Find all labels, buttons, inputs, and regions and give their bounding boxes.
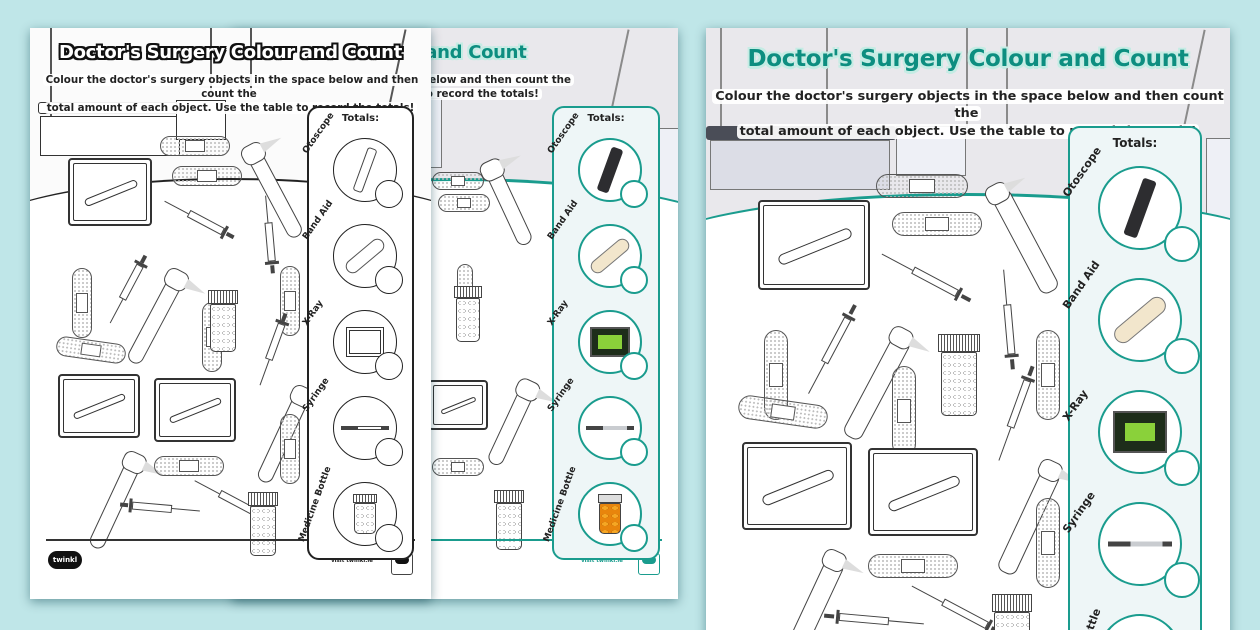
syringe-icon xyxy=(1108,541,1172,547)
band-aid-drawing xyxy=(432,458,484,476)
otoscope-icon xyxy=(596,146,624,194)
x-ray-count-box[interactable] xyxy=(1164,450,1200,486)
band-aid-drawing xyxy=(876,174,968,198)
medicine-bottle-drawing xyxy=(938,334,980,416)
syringe-count-box[interactable] xyxy=(375,438,403,466)
band-aid-drawing xyxy=(154,456,224,476)
band-aid-drawing xyxy=(172,166,242,186)
totals-heading: Totals: xyxy=(1112,136,1158,150)
worksheet-title: Doctor's Surgery Colour and Count xyxy=(58,42,403,63)
totals-row-band-aid: Band Aid xyxy=(301,199,412,296)
totals-row-x-ray: X-Ray xyxy=(546,296,658,382)
x-ray-icon xyxy=(346,327,384,357)
medicine-bottle-count-box[interactable] xyxy=(620,524,648,552)
totals-row-band-aid: Band Aid xyxy=(546,199,658,296)
x-ray-drawing xyxy=(154,378,236,442)
twinkl-logo: twinkl xyxy=(48,551,82,569)
band-aid-drawing xyxy=(1036,498,1060,588)
band-aid-count-box[interactable] xyxy=(375,266,403,294)
x-ray-count-box[interactable] xyxy=(375,352,403,380)
medicine-bottle-drawing xyxy=(494,490,524,550)
otoscope-count-box[interactable] xyxy=(620,180,648,208)
medicine-bottle-count-box[interactable] xyxy=(375,524,403,552)
band-aid-count-box[interactable] xyxy=(620,266,648,294)
otoscope-count-box[interactable] xyxy=(1164,226,1200,262)
colour-worksheet-preview-enlarged: Doctor's Surgery Colour and Count Colour… xyxy=(706,28,1230,630)
visit-link[interactable]: visit twinkl.ie xyxy=(581,558,623,564)
totals-row-medicine-bottle: Medicine Bottle xyxy=(1058,598,1200,630)
x-ray-drawing xyxy=(428,380,488,430)
x-ray-icon xyxy=(1113,411,1167,453)
band-aid-icon xyxy=(1110,293,1170,347)
otoscope-count-box[interactable] xyxy=(375,180,403,208)
totals-panel: Totals: Otoscope Band Aid X-Ray Syringe … xyxy=(542,106,660,560)
x-ray-drawing xyxy=(58,374,140,438)
colour-worksheet-preview-back: Doctor's Surgery Colour and Count Colour… xyxy=(232,28,678,599)
medicine-bottle-icon xyxy=(598,494,622,534)
visit-link[interactable]: visit twinkl.ie xyxy=(331,558,373,564)
x-ray-drawing xyxy=(68,158,152,226)
totals-row-syringe: Syringe xyxy=(1060,486,1200,598)
medicine-bottle-icon xyxy=(353,494,377,534)
band-aid-drawing xyxy=(892,212,982,236)
syringe-count-box[interactable] xyxy=(620,438,648,466)
syringe-icon xyxy=(341,426,389,430)
x-ray-drawing xyxy=(758,200,870,290)
totals-row-otoscope: Otoscope xyxy=(1060,144,1200,262)
totals-row-syringe: Syringe xyxy=(546,376,658,468)
otoscope-icon xyxy=(352,146,378,194)
x-ray-drawing xyxy=(742,442,852,530)
medicine-bottle-drawing xyxy=(208,290,238,352)
footer-divider xyxy=(46,539,415,541)
totals-row-otoscope: Otoscope xyxy=(301,111,412,210)
footer-divider xyxy=(248,539,662,541)
totals-heading: Totals: xyxy=(587,113,625,124)
totals-row-otoscope: Otoscope xyxy=(546,111,658,210)
totals-heading: Totals: xyxy=(341,113,380,124)
band-aid-drawing xyxy=(160,136,230,156)
medicine-bottle-drawing xyxy=(992,594,1032,630)
band-aid-drawing xyxy=(280,414,300,484)
band-aid-drawing xyxy=(868,554,958,578)
totals-row-band-aid: Band Aid xyxy=(1060,259,1200,374)
band-aid-drawing xyxy=(438,194,490,212)
totals-row-x-ray: X-Ray xyxy=(301,296,412,382)
medicine-bottle-drawing xyxy=(248,492,278,556)
totals-row-syringe: Syringe xyxy=(301,376,412,468)
band-aid-drawing xyxy=(1036,330,1060,420)
totals-row-medicine-bottle: Medicine Bottle xyxy=(297,465,412,554)
syringe-icon xyxy=(586,426,634,430)
band-aid-drawing xyxy=(892,366,916,456)
band-aid-count-box[interactable] xyxy=(1164,338,1200,374)
totals-panel: Totals: Otoscope Band Aid X-Ray Syringe … xyxy=(1058,126,1202,630)
worksheet-title: Doctor's Surgery Colour and Count xyxy=(747,46,1189,72)
totals-row-x-ray: X-Ray xyxy=(1060,374,1200,486)
band-aid-drawing xyxy=(72,268,92,338)
totals-row-medicine-bottle: Medicine Bottle xyxy=(542,465,658,554)
black-white-worksheet-preview: Doctor's Surgery Colour and Count Colour… xyxy=(30,28,431,599)
x-ray-icon xyxy=(590,327,630,357)
medicine-bottle-drawing xyxy=(454,286,482,342)
syringe-count-box[interactable] xyxy=(1164,562,1200,598)
otoscope-icon xyxy=(1123,177,1157,239)
x-ray-count-box[interactable] xyxy=(620,352,648,380)
totals-panel: Totals: Otoscope Band Aid X-Ray Syringe … xyxy=(297,106,414,560)
x-ray-drawing xyxy=(868,448,978,536)
band-aid-drawing xyxy=(432,172,484,190)
